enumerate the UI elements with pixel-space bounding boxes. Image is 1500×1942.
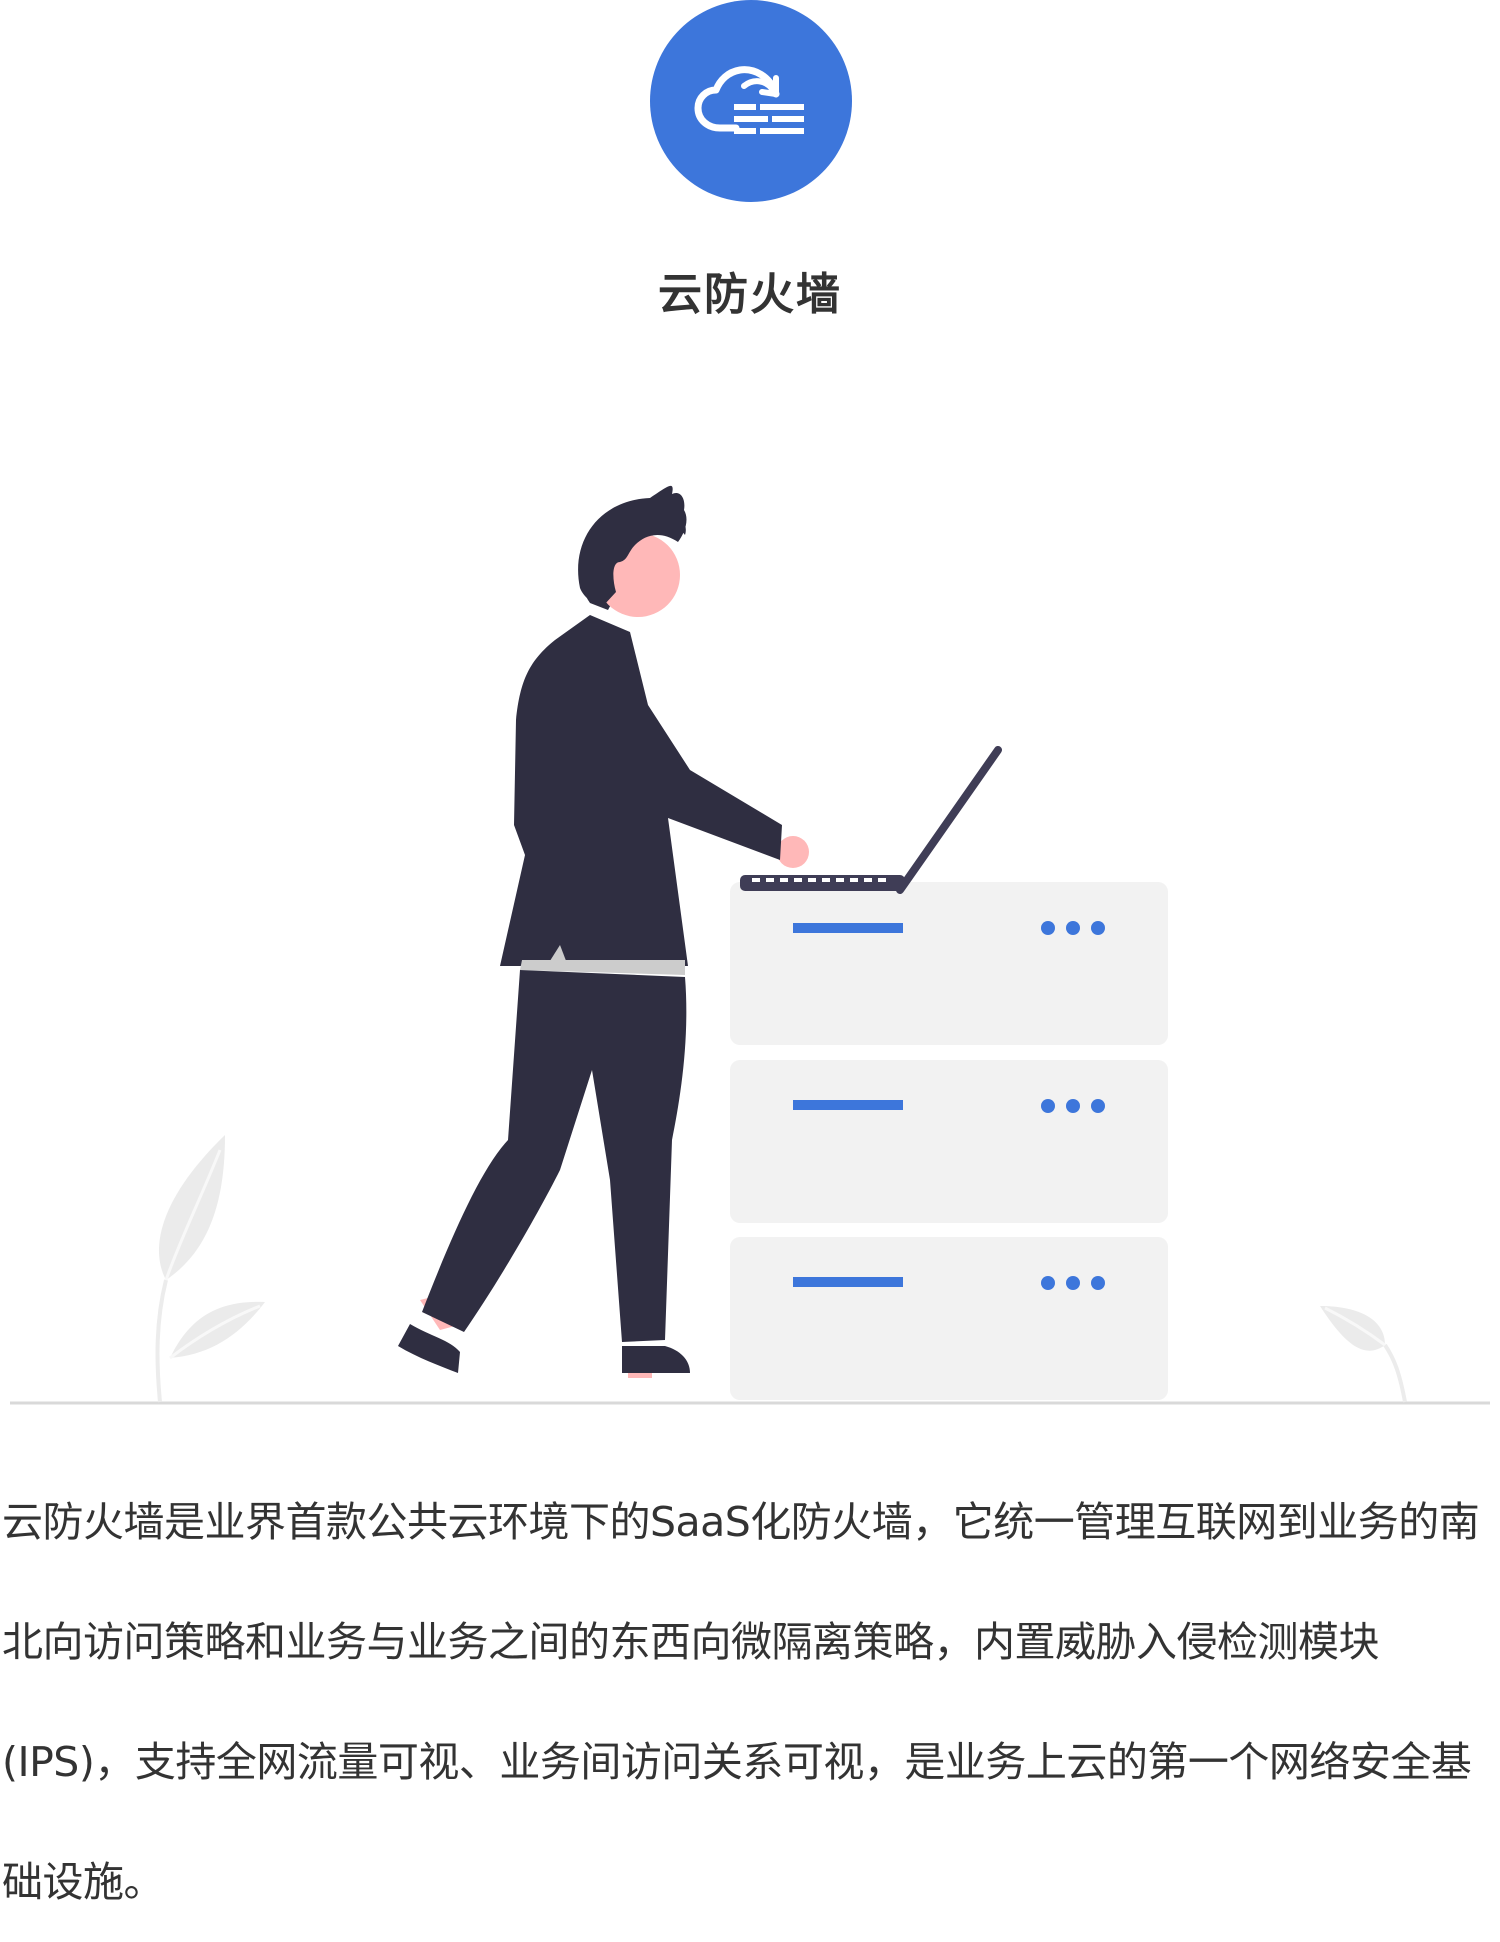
illustration-svg xyxy=(10,485,1490,1405)
left-plant-icon xyxy=(155,1135,265,1403)
laptop-icon xyxy=(740,746,1002,894)
product-description: 云防火墙是业界首款公共云环境下的SaaS化防火墙，它统一管理互联网到业务的南北向… xyxy=(2,1498,1480,1906)
server-panel-1 xyxy=(730,882,1168,1045)
page-title: 云防火墙 xyxy=(658,269,842,320)
server-panel-2 xyxy=(730,1060,1168,1223)
cloud-firewall-glyph xyxy=(694,66,804,134)
server-rack xyxy=(730,882,1168,1400)
cloud-firewall-icon xyxy=(650,0,852,202)
right-plant-icon xyxy=(1320,1306,1407,1403)
server-panel-3 xyxy=(730,1237,1168,1400)
person-figure xyxy=(398,485,809,1378)
person-at-server-rack-illustration xyxy=(0,480,1500,1410)
